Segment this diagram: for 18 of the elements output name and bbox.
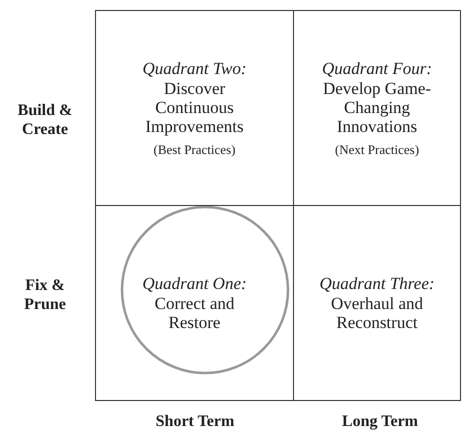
quadrant-heading: Quadrant One: (142, 274, 247, 294)
quadrant-heading: Quadrant Four: (322, 58, 432, 78)
quadrant-note: (Next Practices) (334, 142, 420, 158)
quadrant-box (293, 10, 461, 206)
column-label: Short Term (154, 412, 236, 431)
quadrant-heading: Quadrant Three: (319, 274, 435, 294)
quadrant-box (95, 205, 294, 401)
quadrant-title: Develop Game-Changing Innovations (322, 78, 432, 136)
quadrant-note: (Best Practices) (154, 142, 236, 158)
row-label: Fix & Prune (23, 276, 67, 314)
quadrant-box (293, 205, 461, 401)
row-label: Build & Create (16, 101, 74, 139)
column-label: Long Term (340, 412, 419, 431)
quadrant-title: Discover Continuous Improvements (144, 78, 245, 136)
quadrant-heading: Quadrant Two: (142, 58, 247, 78)
quadrant-title: Correct and Restore (154, 294, 236, 332)
quadrant-box (95, 10, 294, 206)
quadrant-title: Overhaul and Reconstruct (330, 294, 424, 332)
